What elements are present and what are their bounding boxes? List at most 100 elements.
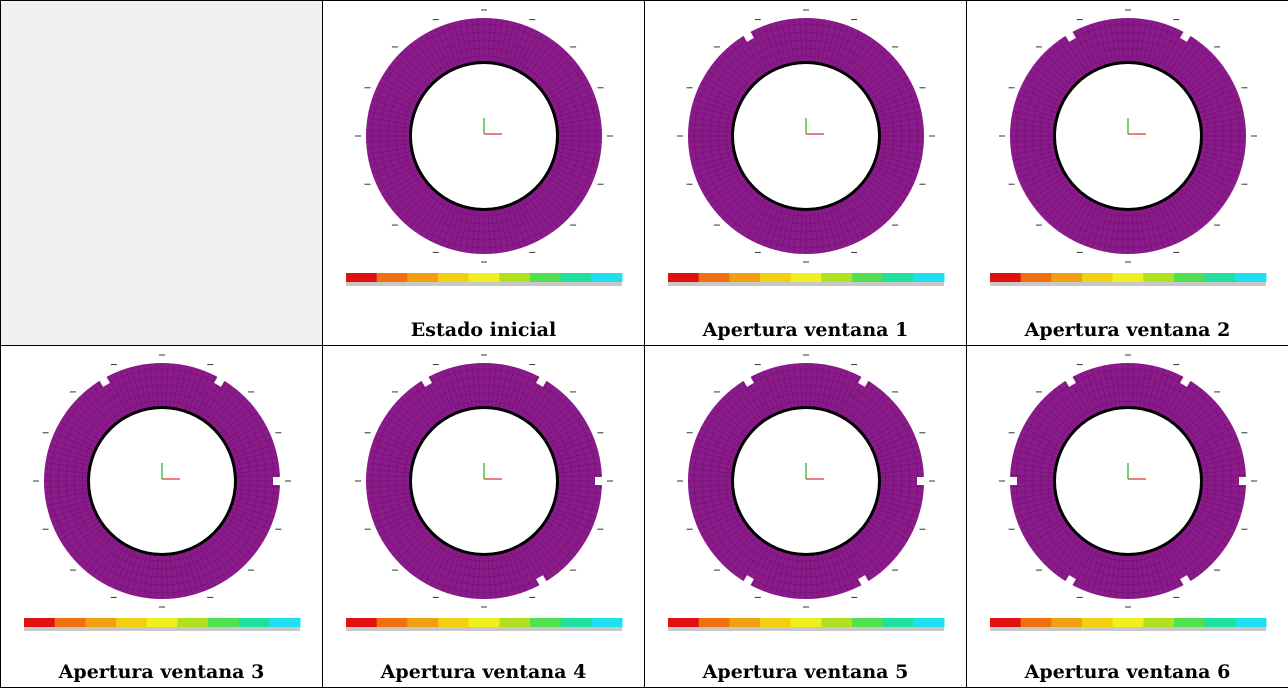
colorbar-segment [208,618,239,627]
panel-caption: Apertura ventana 5 [645,661,966,683]
colorbar-segment [760,618,791,627]
panel-caption: Apertura ventana 3 [1,661,322,683]
panel-caption: Apertura ventana 1 [645,319,966,341]
colorbar-segment [346,618,377,627]
colorbar-segment [1112,618,1143,627]
colorbar-segment [591,618,622,627]
simulation-image [1,346,322,646]
panel-estado-inicial: Estado inicial [323,1,645,346]
panel-apertura-ventana-1: Apertura ventana 1 [645,1,967,346]
ring-plot [334,346,634,646]
colorbar-segment [821,618,852,627]
colorbar-shadow [346,282,622,286]
bore-hole [412,64,556,208]
ring-plot [12,346,312,646]
panel-caption: Apertura ventana 4 [323,661,644,683]
colorbar-segment [1143,273,1174,282]
colorbar-segment [54,618,85,627]
panel-apertura-ventana-5: Apertura ventana 5 [645,346,967,688]
colorbar-segment [438,618,469,627]
panel-apertura-ventana-6: Apertura ventana 6 [967,346,1288,688]
colorbar-segment [468,618,499,627]
colorbar-segment [85,618,116,627]
colorbar-segment [376,618,407,627]
colorbar-segment [560,273,591,282]
colorbar-segment [1143,618,1174,627]
colorbar-segment [698,618,729,627]
colorbar-segment [1174,618,1205,627]
panel-apertura-ventana-4: Apertura ventana 4 [323,346,645,688]
colorbar-segment [1112,273,1143,282]
bore-hole [90,409,234,553]
ring-plot [656,346,956,646]
window-notch [1009,477,1017,485]
colorbar-segment [468,273,499,282]
colorbar-segment [1235,618,1266,627]
colorbar-segment [146,618,177,627]
colorbar-segment [376,273,407,282]
colorbar-segment [790,618,821,627]
colorbar-segment [729,273,760,282]
colorbar-segment [560,618,591,627]
colorbar-segment [177,618,208,627]
simulation-image [645,346,966,646]
window-notch [1239,477,1247,485]
colorbar-segment [913,618,944,627]
simulation-image [645,1,966,301]
colorbar-segment [499,273,530,282]
colorbar-shadow [990,627,1266,631]
colorbar-segment [1204,618,1235,627]
colorbar-segment [346,273,377,282]
colorbar-segment [760,273,791,282]
colorbar-shadow [24,627,300,631]
colorbar-segment [1082,273,1113,282]
window-notch [917,477,925,485]
colorbar-segment [729,618,760,627]
panel-caption: Estado inicial [323,319,644,341]
colorbar-segment [407,273,438,282]
colorbar-segment [407,618,438,627]
colorbar-segment [990,273,1021,282]
colorbar-segment [1051,618,1082,627]
colorbar-segment [438,273,469,282]
bore-hole [1056,409,1200,553]
panel-apertura-ventana-3: Apertura ventana 3 [1,346,323,688]
bore-hole [734,64,878,208]
panel-caption: Apertura ventana 2 [967,319,1288,341]
colorbar-segment [1020,618,1051,627]
colorbar-segment [269,618,300,627]
ring-plot [978,346,1278,646]
colorbar-segment [1082,618,1113,627]
colorbar-segment [852,618,883,627]
colorbar-segment [668,618,699,627]
colorbar-segment [530,618,561,627]
ring-plot [334,1,634,301]
simulation-image [323,346,644,646]
colorbar-segment [668,273,699,282]
colorbar-segment [990,618,1021,627]
simulation-image [323,1,644,301]
colorbar-segment [1020,273,1051,282]
colorbar-segment [1051,273,1082,282]
colorbar-shadow [990,282,1266,286]
colorbar-shadow [668,627,944,631]
colorbar-segment [591,273,622,282]
bore-hole [1056,64,1200,208]
colorbar-segment [1204,273,1235,282]
colorbar-segment [882,618,913,627]
bore-hole [412,409,556,553]
colorbar-shadow [346,627,622,631]
colorbar-segment [499,618,530,627]
window-notch [595,477,603,485]
simulation-image [967,1,1288,301]
colorbar-segment [1235,273,1266,282]
colorbar-segment [116,618,147,627]
colorbar-segment [790,273,821,282]
colorbar-segment [24,618,55,627]
empty-cell [1,1,323,346]
colorbar-segment [1174,273,1205,282]
ring-plot [656,1,956,301]
colorbar-segment [238,618,269,627]
panel-apertura-ventana-2: Apertura ventana 2 [967,1,1288,346]
